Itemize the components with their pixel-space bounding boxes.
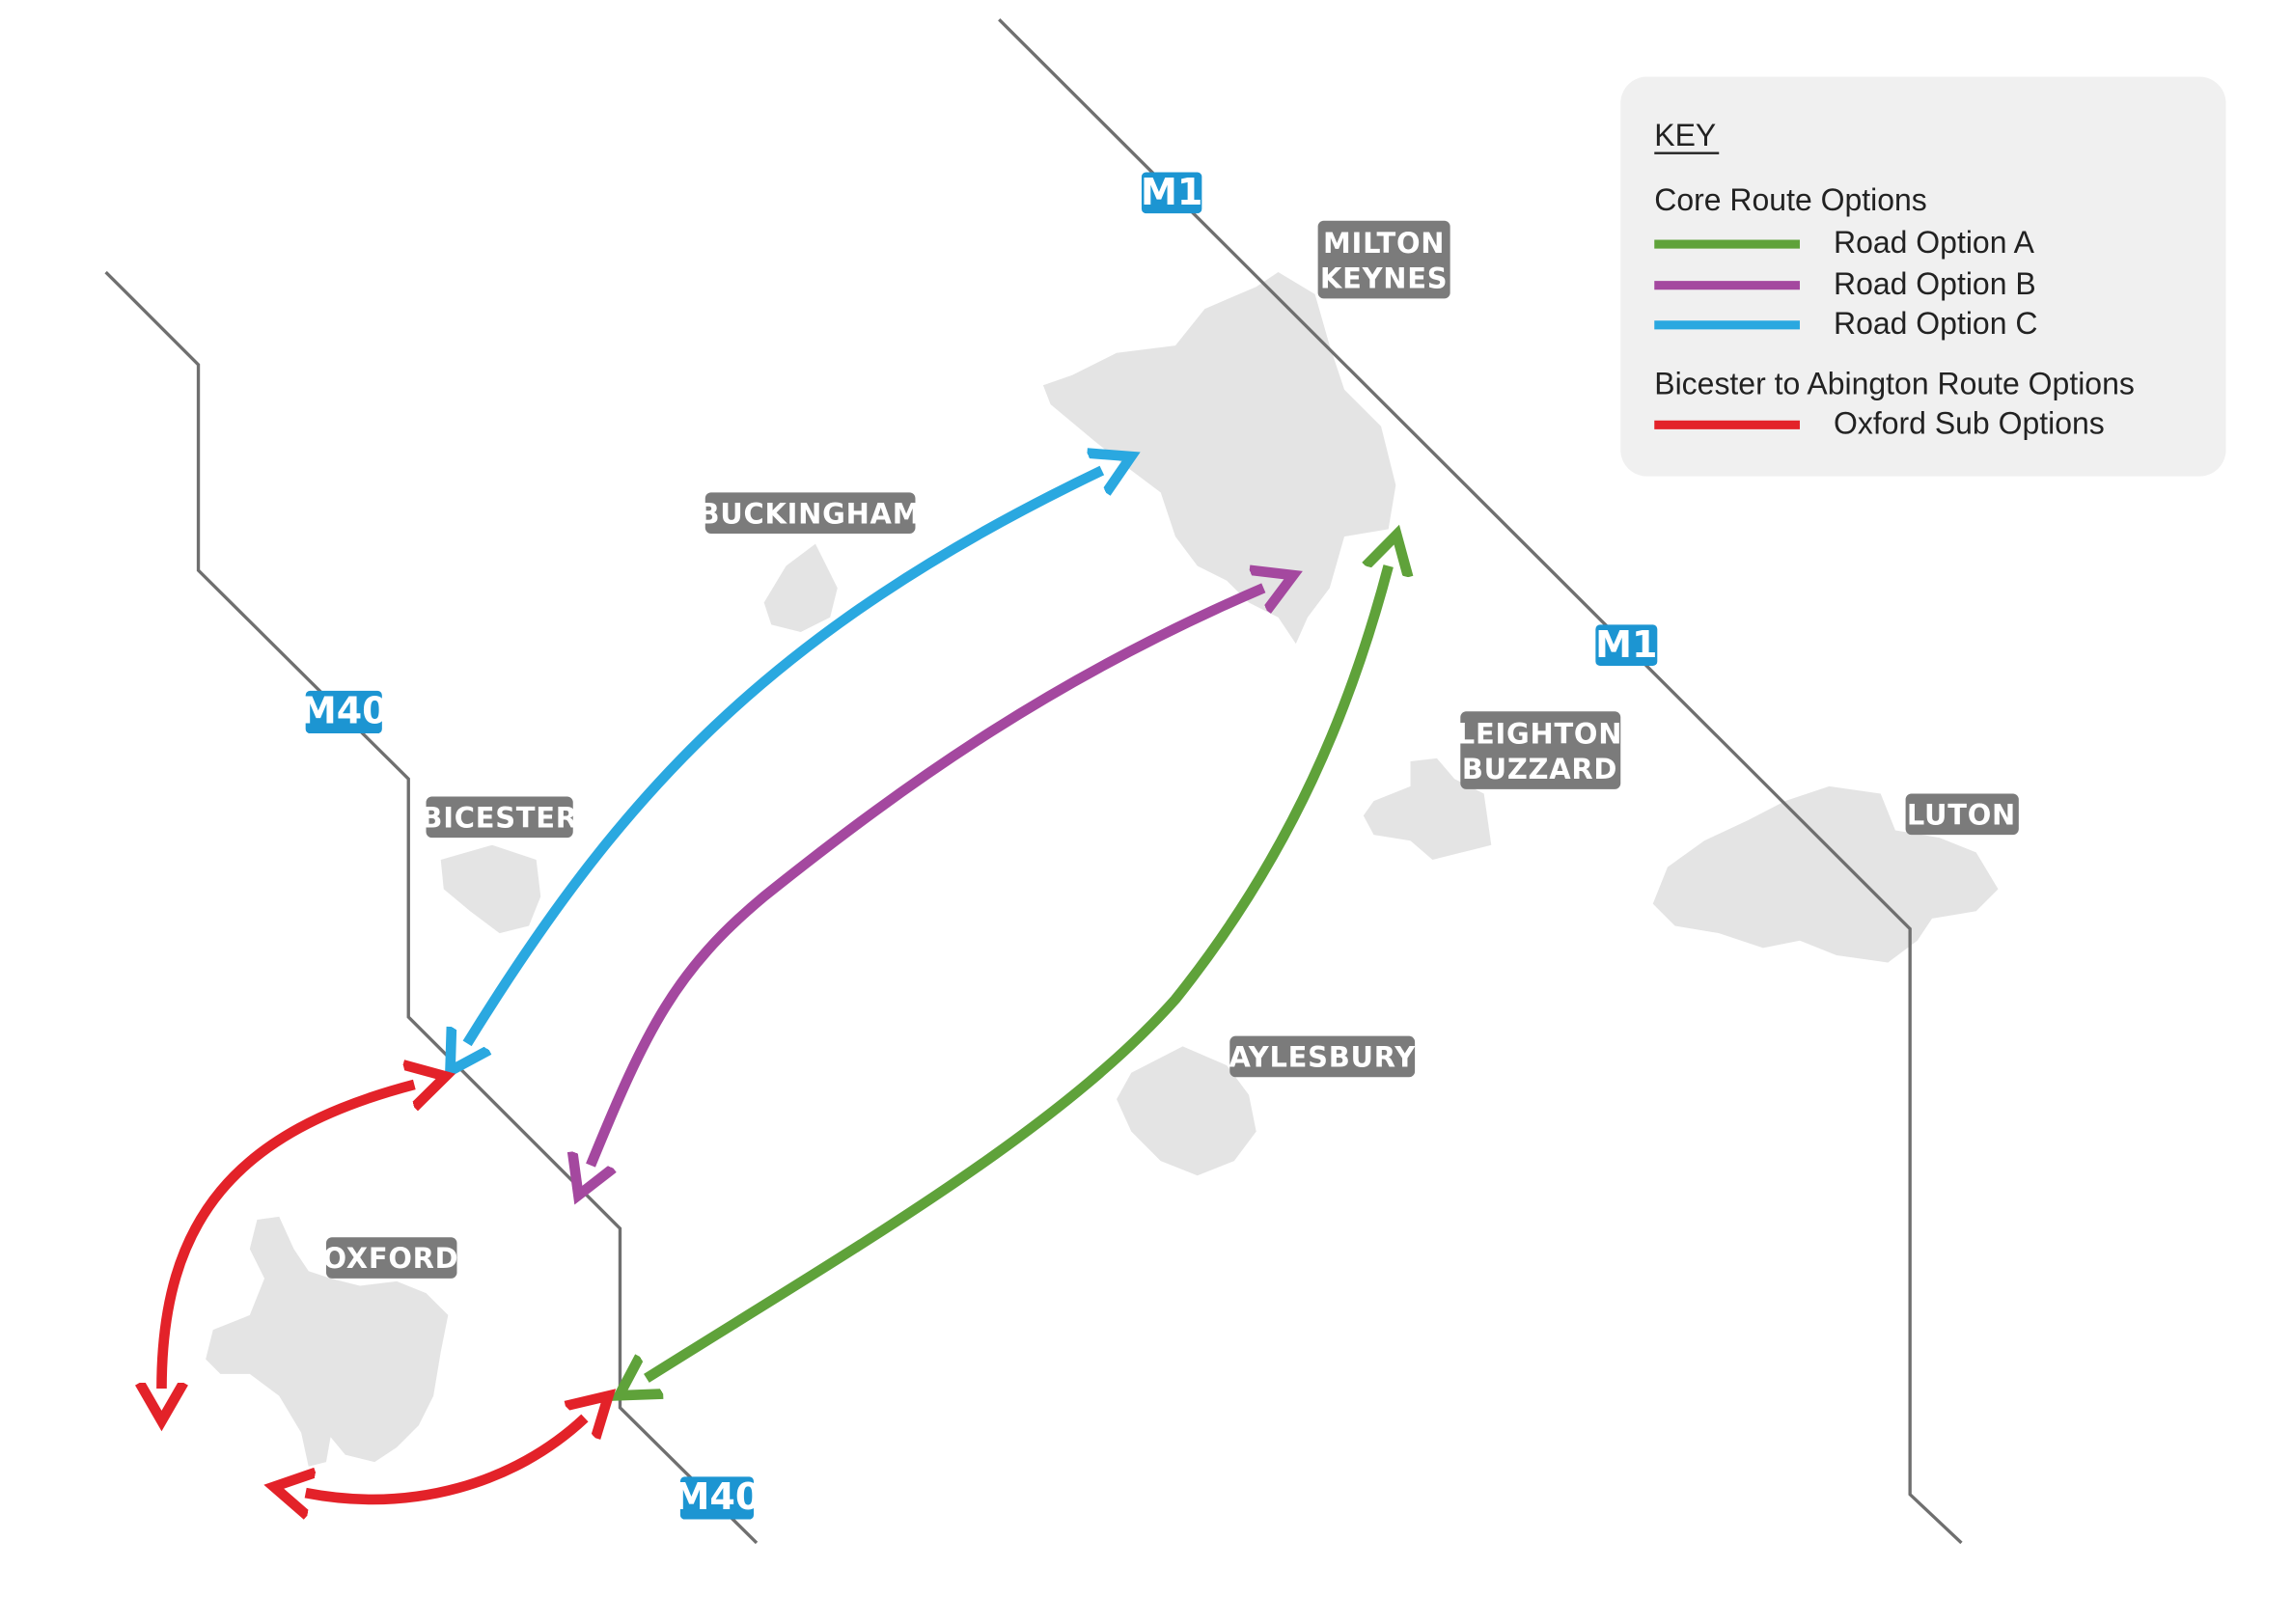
milton-keynes-label: MILTON KEYNES [1317, 220, 1450, 299]
key-label-oxford-sub: Oxford Sub Options [1834, 405, 2105, 440]
svg-text:OXFORD: OXFORD [322, 1242, 458, 1275]
leighton-buzzard-label: LEIGHTON BUZZARD [1457, 711, 1622, 789]
svg-text:MILTON: MILTON [1323, 227, 1445, 260]
aylesbury-label: AYLESBURY [1229, 1035, 1416, 1078]
key-title: KEY [1654, 118, 1716, 152]
m40-badge-top: M40 [300, 689, 388, 734]
svg-text:LUTON: LUTON [1907, 798, 2016, 831]
key-bicester-heading: Bicester to Abington Route Options [1654, 366, 2135, 400]
svg-text:BICESTER: BICESTER [421, 801, 577, 834]
svg-text:AYLESBURY: AYLESBURY [1229, 1041, 1416, 1074]
key-panel [1620, 76, 2226, 477]
town-labels: MILTON KEYNES BUCKINGHAM BICESTER LEIGHT… [322, 220, 2019, 1279]
bicester-label: BICESTER [421, 796, 577, 839]
m40-badge-bottom: M40 [674, 1475, 761, 1520]
luton-area [1652, 785, 1999, 963]
road-option-a-arrow [647, 565, 1389, 1378]
buckingham-label: BUCKINGHAM [698, 492, 921, 534]
svg-text:BUZZARD: BUZZARD [1462, 753, 1617, 785]
map-key: KEY Core Route Options Road Option A Roa… [1620, 76, 2226, 477]
route-arrows [161, 471, 1388, 1500]
milton-keynes-area [1042, 272, 1396, 645]
svg-text:M40: M40 [300, 689, 388, 731]
svg-text:KEYNES: KEYNES [1320, 262, 1448, 295]
m1-badge-top: M1 [1141, 171, 1202, 214]
svg-text:M40: M40 [674, 1475, 761, 1518]
buckingham-area [763, 543, 838, 633]
bicester-area [440, 844, 541, 934]
svg-text:LEIGHTON: LEIGHTON [1457, 718, 1622, 751]
road-option-c-arrow [467, 471, 1102, 1044]
svg-text:BUCKINGHAM: BUCKINGHAM [698, 497, 921, 530]
key-label-option-b: Road Option B [1834, 266, 2036, 301]
key-label-option-c: Road Option C [1834, 306, 2037, 341]
oxford-label: OXFORD [322, 1237, 458, 1279]
svg-text:M1: M1 [1595, 623, 1657, 666]
m1-line [998, 17, 1963, 1545]
m1-badge-middle: M1 [1595, 623, 1658, 667]
oxford-sub-option-arrow-south [306, 1418, 585, 1500]
luton-label: LUTON [1905, 793, 2019, 836]
key-label-option-a: Road Option A [1834, 225, 2035, 260]
oxford-sub-option-arrow-west [161, 1085, 414, 1389]
road-badges: M1 M1 M40 M40 [300, 171, 1658, 1520]
svg-text:M1: M1 [1141, 171, 1202, 213]
key-core-heading: Core Route Options [1654, 182, 1927, 217]
